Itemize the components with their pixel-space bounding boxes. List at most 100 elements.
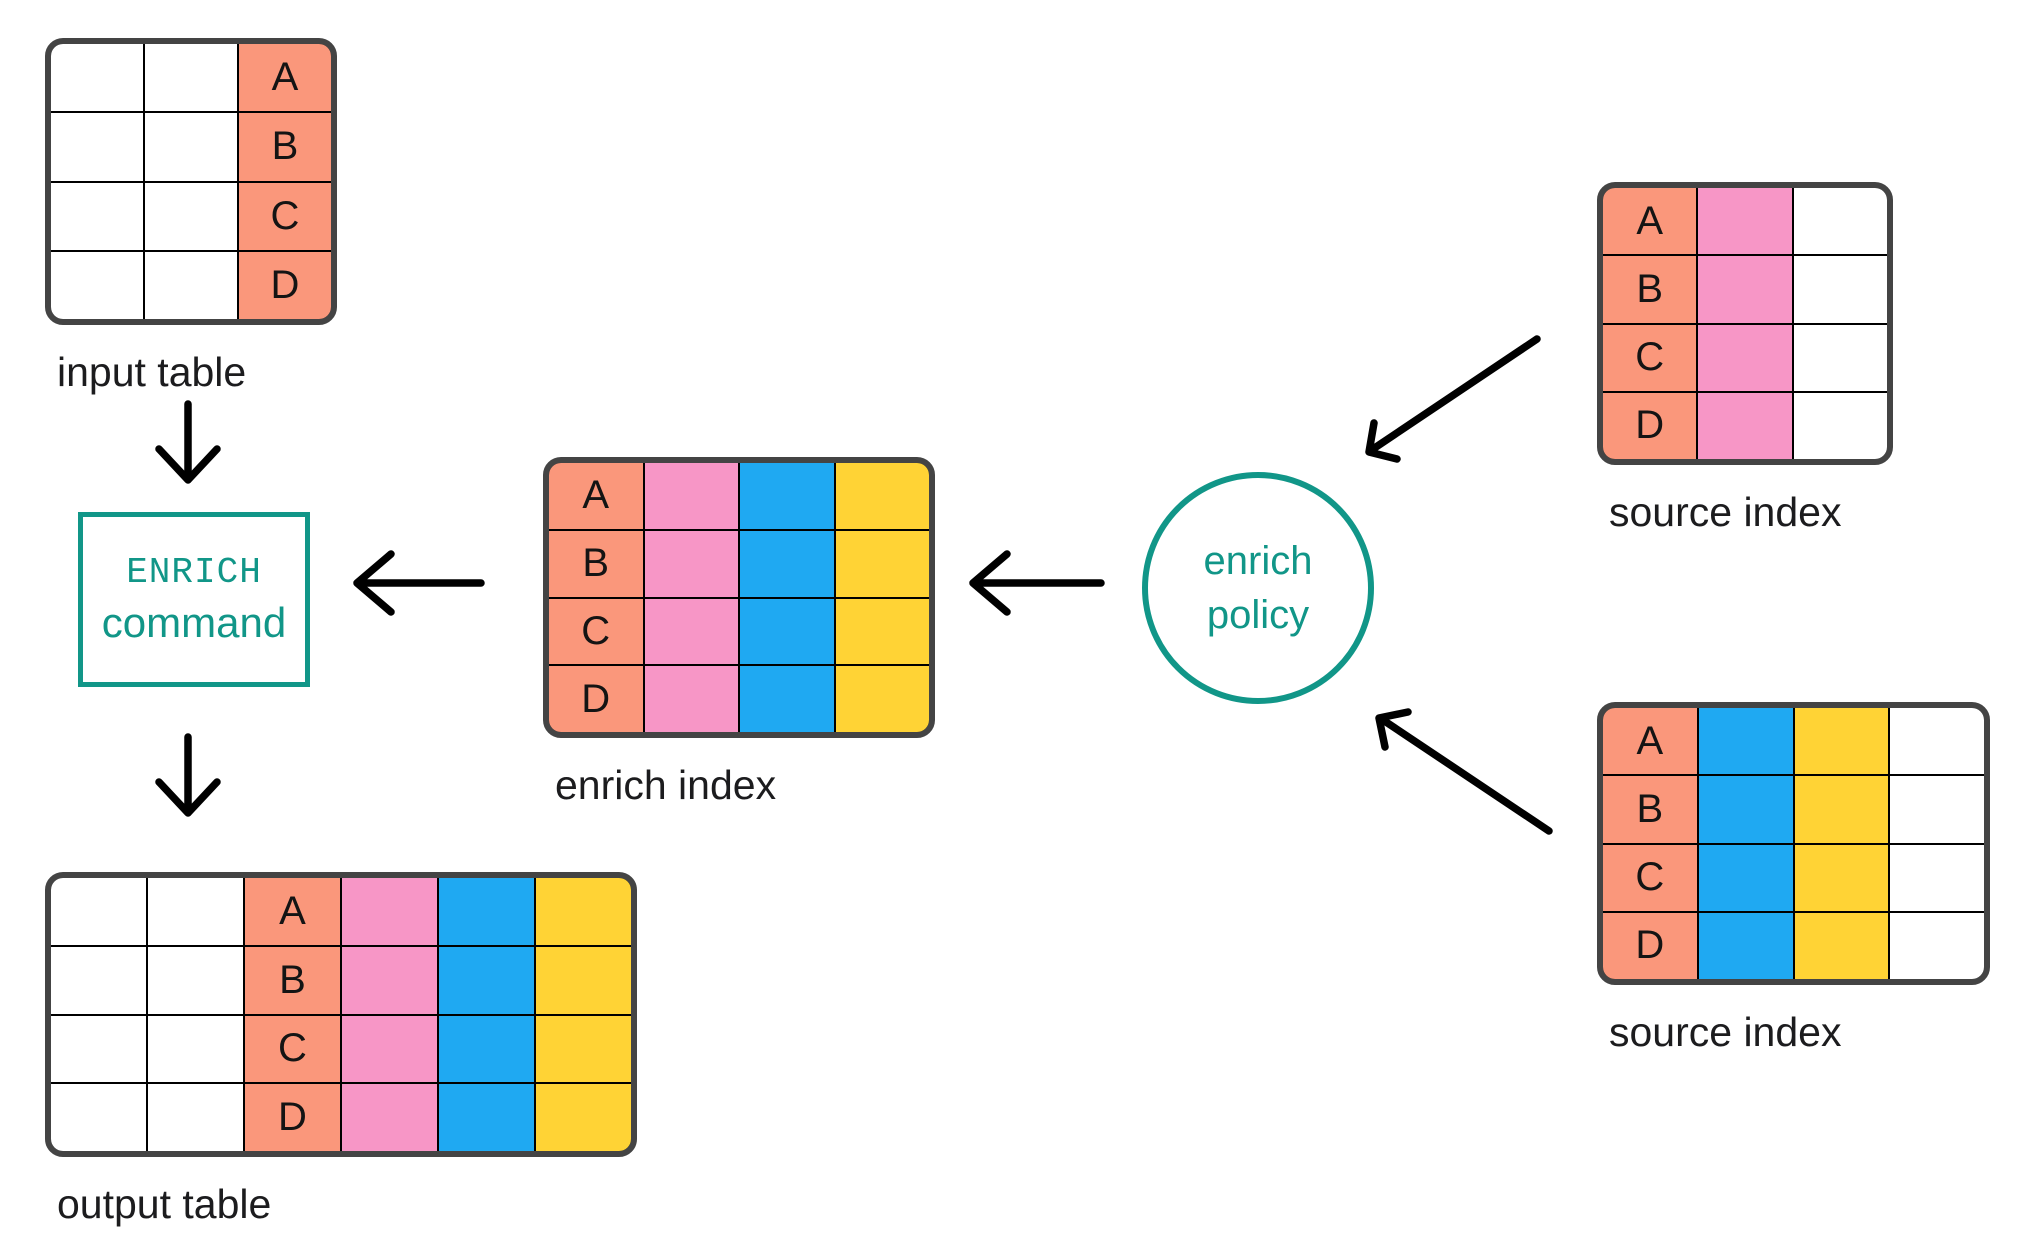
table-cell — [536, 946, 631, 1014]
table-cell — [51, 1084, 146, 1151]
table-cell — [148, 1084, 243, 1151]
table-cell — [536, 1015, 631, 1083]
table-cell — [644, 530, 738, 597]
source-index-top-label: source index — [1609, 489, 1842, 535]
table-cell: B — [245, 946, 340, 1014]
table-cell: A — [549, 463, 643, 529]
table-cell — [342, 1015, 437, 1083]
table-cell — [1698, 324, 1792, 391]
table-cell — [835, 463, 929, 529]
enrich-command-box: ENRICH command — [78, 512, 310, 687]
table-cell — [1793, 324, 1887, 391]
table-cell — [835, 598, 929, 665]
arrow-policy-to-index — [969, 550, 1105, 616]
table-cell: D — [549, 666, 643, 732]
table-cell — [1698, 844, 1793, 911]
table-cell — [51, 946, 146, 1014]
table-cell — [740, 463, 834, 529]
table-cell: B — [1603, 256, 1697, 323]
table-cell: A — [1603, 708, 1697, 775]
table-cell — [1890, 844, 1984, 911]
table-cell: D — [1603, 912, 1697, 979]
table-cell: C — [239, 182, 331, 250]
table-cell — [51, 44, 143, 112]
table-cell — [439, 1015, 534, 1083]
table-cell — [439, 946, 534, 1014]
enrich-policy-line2: policy — [1206, 593, 1310, 637]
enrich-command-keyword: ENRICH — [126, 552, 262, 593]
table-cell — [1794, 776, 1889, 843]
table-cell — [1890, 912, 1984, 979]
table-cell — [148, 878, 243, 945]
table-cell — [342, 946, 437, 1014]
table-cell: C — [549, 598, 643, 665]
table-cell: A — [245, 878, 340, 945]
table-cell: B — [549, 530, 643, 597]
table-cell — [145, 251, 237, 319]
table-cell: D — [1603, 392, 1697, 459]
table-cell — [740, 666, 834, 732]
table-cell — [51, 878, 146, 945]
table-cell: D — [239, 251, 331, 319]
arrow-source-top-to-policy — [1365, 335, 1541, 463]
table-cell — [148, 1015, 243, 1083]
table-cell — [740, 598, 834, 665]
table-cell — [740, 530, 834, 597]
table-cell — [51, 182, 143, 250]
table-cell — [835, 666, 929, 732]
table-cell: D — [245, 1084, 340, 1151]
table-cell — [342, 878, 437, 945]
table-cell — [1794, 844, 1889, 911]
arrow-index-to-command — [353, 550, 485, 616]
input-table-label: input table — [57, 349, 247, 395]
table-cell: C — [1603, 844, 1697, 911]
table-cell — [51, 251, 143, 319]
table-cell — [145, 182, 237, 250]
table-cell — [1794, 912, 1889, 979]
table-cell — [835, 530, 929, 597]
table-cell: C — [1603, 324, 1697, 391]
enrich-policy-line1: enrich — [1203, 539, 1313, 583]
enrich-command-word: command — [101, 599, 287, 646]
output-table-label: output table — [57, 1181, 272, 1227]
arrow-input-to-command — [155, 400, 221, 484]
table-cell — [1698, 256, 1792, 323]
source-index-bottom-label: source index — [1609, 1009, 1842, 1055]
table-cell — [644, 598, 738, 665]
table-cell — [536, 1084, 631, 1151]
table-cell — [1698, 708, 1793, 775]
table-cell: A — [1603, 188, 1697, 255]
table-cell — [342, 1084, 437, 1151]
table-cell — [1698, 392, 1792, 459]
enrich-policy-circle: enrich policy — [1142, 472, 1374, 704]
table-cell — [51, 1015, 146, 1083]
table-cell: B — [239, 113, 331, 181]
table-cell — [536, 878, 631, 945]
table-cell: B — [1603, 776, 1697, 843]
table-cell — [1698, 912, 1793, 979]
table-cell — [1698, 188, 1792, 255]
table-cell — [1794, 708, 1889, 775]
table-cell — [1698, 776, 1793, 843]
table-cell — [439, 1084, 534, 1151]
arrow-command-to-output — [155, 733, 221, 817]
arrow-source-bottom-to-policy — [1375, 708, 1553, 835]
enrich-index-label: enrich index — [555, 762, 777, 808]
table-cell — [439, 878, 534, 945]
table-cell — [148, 946, 243, 1014]
table-cell — [644, 666, 738, 732]
table-cell — [1890, 776, 1984, 843]
table-cell: A — [239, 44, 331, 112]
table-cell — [1793, 392, 1887, 459]
